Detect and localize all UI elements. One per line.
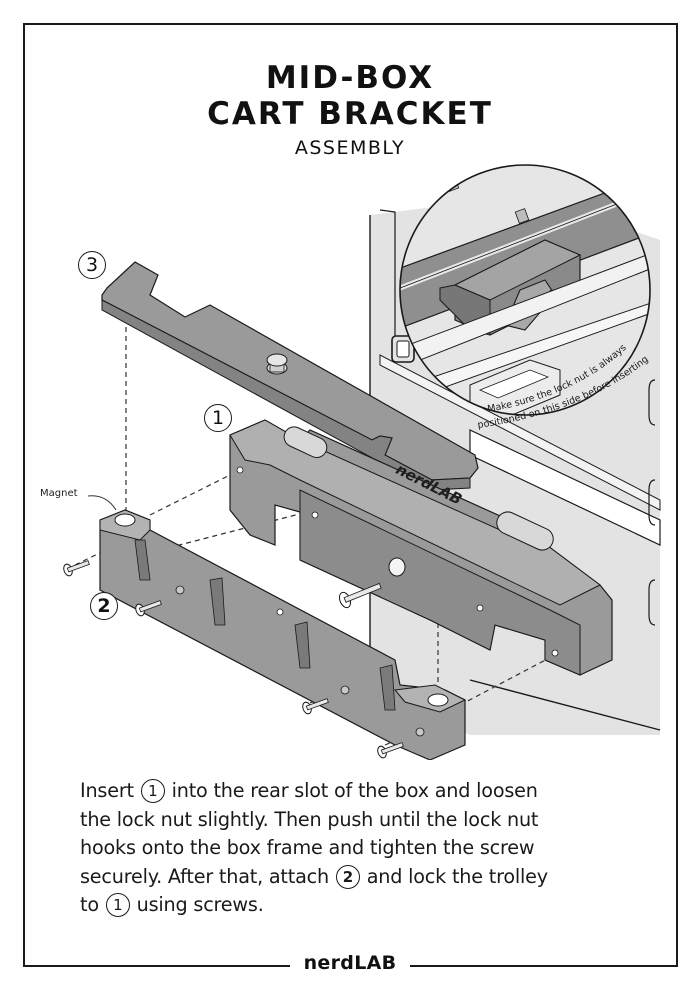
- callout-1: 1: [204, 404, 232, 432]
- instruction-text: Insert 1 into the rear slot of the box a…: [80, 777, 640, 920]
- title-line-1: MID-BOX: [265, 60, 435, 96]
- instruction-line: Insert 1 into the rear slot of the box a…: [80, 779, 538, 803]
- magnet-label: Magnet: [40, 488, 78, 499]
- instruction-line: hooks onto the box frame and tighten the…: [80, 836, 535, 859]
- subtitle: ASSEMBLY: [294, 137, 406, 159]
- magnet-hole: [114, 513, 136, 527]
- footer: nerdLAB: [0, 950, 700, 980]
- ref-part-1: 1: [105, 893, 130, 917]
- magnet-leader-line: [87, 495, 117, 511]
- ref-part-2: 2: [335, 864, 360, 889]
- screw-icon: [302, 698, 329, 715]
- detail-magnifier: [399, 164, 651, 416]
- ref-part-1: 1: [140, 779, 165, 803]
- callout-3: 3: [78, 251, 106, 279]
- screws: [63, 560, 404, 759]
- screw-icon: [63, 560, 90, 577]
- screw-icon: [377, 742, 404, 759]
- assembly-illustration: Make sure the lock nut is always positio…: [63, 164, 661, 760]
- part-1-main-bracket: nerdLAB: [229, 419, 613, 676]
- magnet-hole: [427, 693, 449, 707]
- instruction-line: to 1 using screws.: [80, 893, 264, 917]
- screw-icon: [338, 582, 382, 609]
- instruction-line: the lock nut slightly. Then push until t…: [80, 807, 539, 831]
- callout-2: 2: [90, 592, 118, 620]
- title-line-2: CART BRACKET: [207, 96, 493, 132]
- part-3-top-plate: [101, 261, 479, 491]
- instruction-line: securely. After that, attach 2 and lock …: [80, 864, 548, 889]
- footer-brand: nerdLAB: [0, 952, 700, 974]
- screw-icon: [135, 600, 162, 617]
